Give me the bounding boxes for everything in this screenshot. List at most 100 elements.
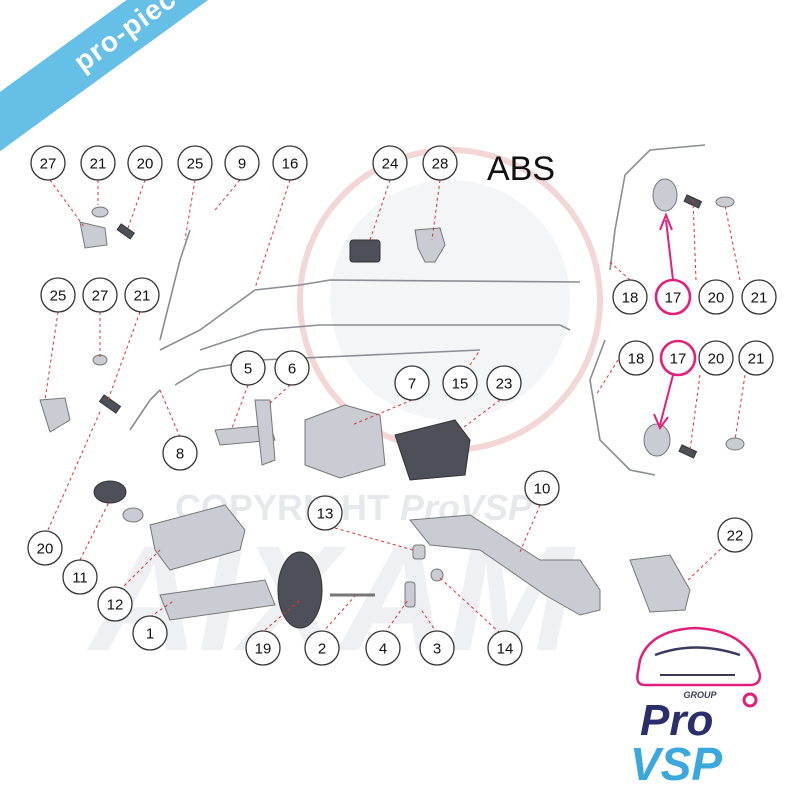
callout-label: 25 bbox=[187, 156, 204, 173]
leader-lines bbox=[44, 179, 746, 634]
callout-circle bbox=[97, 586, 133, 622]
callout-label: 18 bbox=[622, 290, 639, 307]
bolt-left bbox=[98, 394, 122, 414]
callout-18: 18 bbox=[612, 279, 648, 315]
callout-22: 22 bbox=[717, 517, 753, 553]
callout-20: 20 bbox=[698, 340, 734, 376]
bolt-abs-bottom bbox=[678, 444, 698, 459]
callout-21: 21 bbox=[738, 340, 774, 376]
callout-label: 17 bbox=[670, 351, 687, 368]
callout-circle bbox=[224, 145, 260, 181]
callout-19: 19 bbox=[245, 630, 281, 666]
callout-circle bbox=[524, 470, 560, 506]
callout-17: 17 bbox=[654, 278, 692, 316]
callout-label: 7 bbox=[408, 376, 416, 393]
callout-circle bbox=[82, 277, 118, 313]
callout-label: 14 bbox=[497, 641, 514, 658]
callout-circle bbox=[124, 277, 160, 313]
callout-label: 25 bbox=[50, 288, 67, 305]
callout-label: 21 bbox=[748, 351, 765, 368]
callout-13: 13 bbox=[307, 495, 343, 531]
logo-vsp: VSP bbox=[630, 738, 722, 790]
callout-circle bbox=[612, 279, 648, 315]
callout-circle bbox=[698, 279, 734, 315]
callout-label: 24 bbox=[382, 156, 399, 173]
callout-5: 5 bbox=[230, 350, 266, 386]
callout-24: 24 bbox=[372, 145, 408, 181]
clip-abs-bottom bbox=[725, 437, 745, 451]
parts bbox=[39, 178, 745, 629]
master-cylinder-part bbox=[159, 579, 276, 621]
callout-circle bbox=[132, 615, 168, 651]
callout-circle bbox=[307, 495, 343, 531]
bolt-part bbox=[116, 223, 135, 240]
pedal-pad-part bbox=[629, 554, 691, 613]
callout-circle bbox=[618, 340, 654, 376]
callout-label: 1 bbox=[146, 626, 154, 643]
callout-label: 5 bbox=[244, 361, 252, 378]
callout-11: 11 bbox=[62, 559, 98, 595]
callout-7: 7 bbox=[394, 365, 430, 401]
bracket-left bbox=[39, 397, 71, 433]
callout-18: 18 bbox=[618, 340, 654, 376]
callout-16: 16 bbox=[272, 145, 308, 181]
brake-pedal-part bbox=[409, 514, 601, 616]
callout-circle bbox=[419, 630, 455, 666]
clip-part bbox=[91, 206, 109, 218]
callout-27: 27 bbox=[82, 277, 118, 313]
callout-circle bbox=[304, 630, 340, 666]
callout-label: 16 bbox=[282, 156, 299, 173]
callout-label: 8 bbox=[176, 446, 184, 463]
pin-part bbox=[404, 581, 416, 608]
callout-label: 21 bbox=[751, 290, 768, 307]
callout-3: 3 bbox=[419, 630, 455, 666]
callout-8: 8 bbox=[162, 435, 198, 471]
sensor-part bbox=[414, 227, 446, 263]
reservoir-cap-part bbox=[93, 480, 127, 504]
callout-label: 9 bbox=[238, 156, 246, 173]
callout-circle bbox=[272, 145, 308, 181]
sensor-module-part bbox=[349, 239, 381, 263]
callout-circle bbox=[274, 350, 310, 386]
callout-21: 21 bbox=[124, 277, 160, 313]
callout-circle bbox=[27, 530, 63, 566]
clip-abs-top bbox=[715, 196, 735, 208]
callout-6: 6 bbox=[274, 350, 310, 386]
callout-10: 10 bbox=[524, 470, 560, 506]
provsp-logo: GROUP Pro VSP bbox=[630, 626, 762, 790]
callout-1: 1 bbox=[132, 615, 168, 651]
callout-label: 20 bbox=[708, 290, 725, 307]
callout-label: 21 bbox=[90, 156, 107, 173]
callout-20: 20 bbox=[698, 279, 734, 315]
callout-label: 2 bbox=[318, 641, 326, 658]
callout-12: 12 bbox=[97, 586, 133, 622]
callout-label: 3 bbox=[433, 641, 441, 658]
callout-label: 19 bbox=[255, 641, 272, 658]
callout-circle bbox=[40, 277, 76, 313]
callout-label: 20 bbox=[37, 541, 54, 558]
callout-circle bbox=[698, 340, 734, 376]
callout-circle bbox=[741, 279, 777, 315]
callout-4: 4 bbox=[365, 630, 401, 666]
callout-27: 27 bbox=[30, 145, 66, 181]
callout-label: 21 bbox=[134, 288, 151, 305]
callout-28: 28 bbox=[422, 145, 458, 181]
logo-pro: Pro bbox=[640, 696, 713, 745]
tone-ring-top bbox=[652, 178, 678, 212]
abs-bracket-part bbox=[394, 419, 471, 481]
callout-17: 17 bbox=[659, 339, 697, 377]
pipe-union-6 bbox=[254, 399, 276, 466]
reservoir-part bbox=[149, 504, 246, 571]
washer-part bbox=[430, 568, 444, 582]
abs-pump-part bbox=[304, 404, 386, 479]
brake-pipes bbox=[129, 144, 706, 476]
logo-group-tag: GROUP bbox=[683, 690, 717, 700]
callout-circle bbox=[738, 340, 774, 376]
callout-label: 10 bbox=[534, 481, 551, 498]
callout-circle bbox=[486, 365, 522, 401]
callout-circle bbox=[62, 559, 98, 595]
callout-label: 28 bbox=[432, 156, 449, 173]
callout-circle bbox=[127, 145, 163, 181]
callout-label: 11 bbox=[72, 570, 88, 587]
